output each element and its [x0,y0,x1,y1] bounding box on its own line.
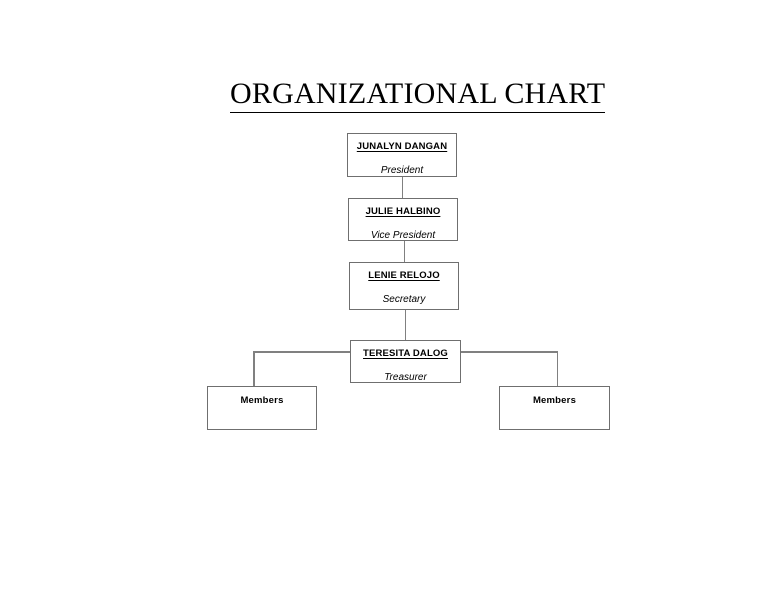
connector-president-to-vice-president [401,177,404,198]
org-node-vice-president-name: JULIE HALBINO [365,206,441,217]
org-node-secretary[interactable]: LENIE RELOJO Secretary [349,262,459,310]
connector-secretary-to-treasurer [404,310,407,340]
org-node-secretary-role: Secretary [382,294,426,305]
page-title: ORGANIZATIONAL CHART [230,78,606,113]
org-node-treasurer[interactable]: TERESITA DALOG Treasurer [350,340,461,383]
connector-vice-president-to-secretary [403,241,406,262]
org-node-treasurer-role: Treasurer [384,372,427,383]
org-node-members-left[interactable]: Members [207,386,317,430]
connector-treasurer-to-members-left-horizontal [253,351,350,353]
org-node-vice-president-role: Vice President [370,230,436,241]
org-node-members-left-label: Members [240,395,284,406]
org-node-members-right-label: Members [532,395,577,406]
connector-treasurer-to-members-right-vertical [556,351,559,387]
org-node-vice-president[interactable]: JULIE HALBINO Vice President [348,198,458,241]
org-node-president-name: JUNALYN DANGAN [356,141,448,152]
org-node-treasurer-name: TERESITA DALOG [363,348,448,359]
connector-treasurer-to-members-left-vertical [253,351,255,387]
org-node-members-right[interactable]: Members [499,386,610,430]
org-node-president[interactable]: JUNALYN DANGAN President [347,133,457,177]
connector-treasurer-to-members-right-horizontal [461,351,558,353]
org-node-secretary-name: LENIE RELOJO [368,270,440,281]
org-node-president-role: President [380,165,424,176]
